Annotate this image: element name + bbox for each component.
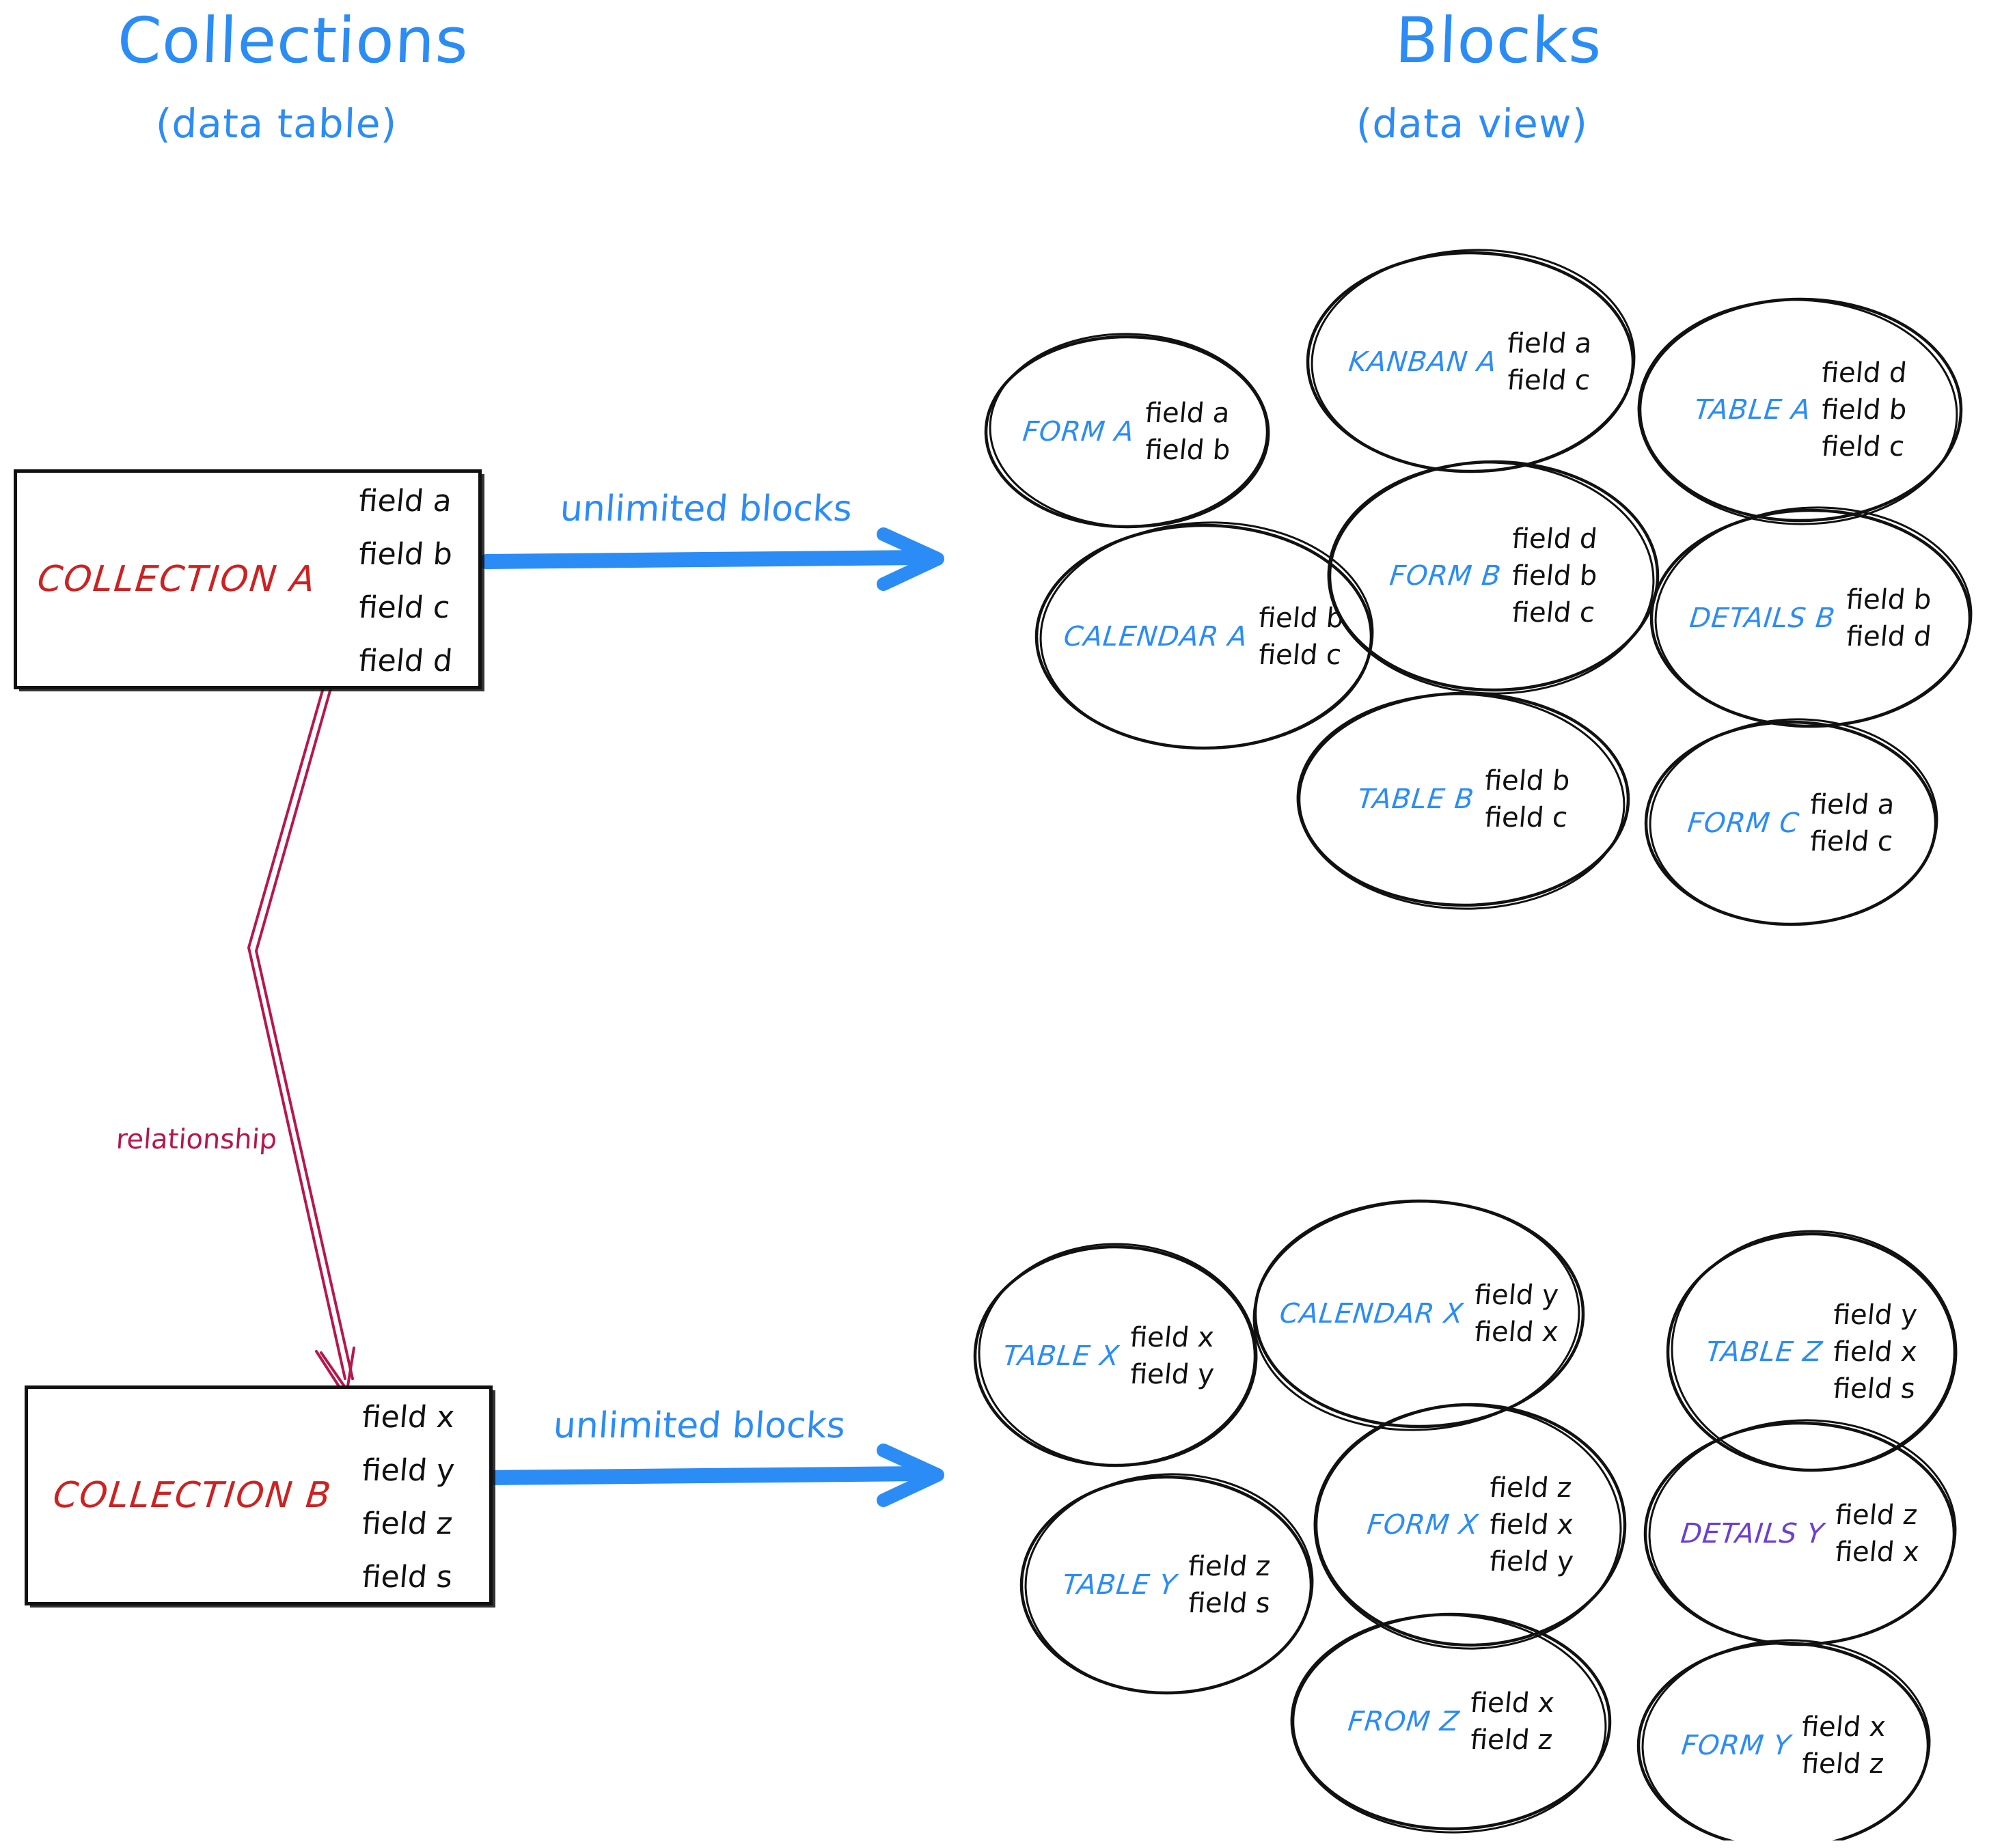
block-field: field c	[1808, 826, 1894, 857]
block-label: TABLE Y	[1060, 1569, 1179, 1601]
block-field: field b	[1820, 394, 1908, 426]
block-field: field c	[1483, 802, 1569, 833]
relationship-label: relationship	[115, 1124, 278, 1155]
unlimited-blocks-arrow-a	[479, 527, 944, 591]
block-label: DETAILS Y	[1679, 1518, 1826, 1549]
block-label: FORM X	[1365, 1509, 1481, 1541]
block-field: field x	[1473, 1316, 1560, 1348]
block-label: FORM B	[1388, 560, 1503, 592]
block-form-y[interactable]: FORM Y field x field z	[1638, 1643, 1928, 1848]
block-field: field b	[1845, 584, 1933, 616]
block-field: field d	[1820, 357, 1908, 389]
unlimited-blocks-label-a: unlimited blocks	[558, 488, 854, 529]
block-table-y[interactable]: TABLE Y field z field s	[1021, 1477, 1311, 1693]
block-field: field a	[1808, 789, 1896, 820]
block-label: FORM Y	[1679, 1730, 1793, 1761]
page-title-collections: Collections	[116, 4, 470, 77]
collection-b-field: field x	[360, 1400, 456, 1435]
block-field: field z	[1469, 1724, 1554, 1756]
block-field: field z	[1800, 1748, 1885, 1780]
collection-a-field: field b	[357, 537, 454, 572]
block-field: field y	[1473, 1280, 1560, 1311]
block-label: FORM A	[1021, 416, 1136, 447]
collection-a-name: COLLECTION A	[35, 559, 318, 600]
block-label: TABLE A	[1692, 394, 1813, 426]
block-field: field z	[1488, 1472, 1574, 1504]
block-field: field y	[1488, 1546, 1575, 1577]
unlimited-blocks-label-b: unlimited blocks	[551, 1405, 847, 1446]
collection-b-box[interactable]	[25, 1385, 493, 1605]
block-field: field c	[1506, 365, 1592, 396]
collection-a-field: field d	[357, 644, 454, 678]
block-field: field c	[1820, 431, 1906, 463]
block-field: field c	[1511, 597, 1597, 629]
collection-b-field: field z	[360, 1506, 454, 1541]
block-field: field b	[1483, 765, 1572, 797]
block-field: field y	[1831, 1299, 1919, 1331]
unlimited-blocks-arrow-b	[479, 1444, 944, 1507]
block-label: FROM Z	[1346, 1706, 1462, 1737]
page-title-blocks: Blocks	[1394, 4, 1604, 77]
block-label: FORM C	[1686, 808, 1801, 839]
block-field: field x	[1128, 1322, 1216, 1353]
block-field: field x	[1833, 1536, 1921, 1568]
collection-a-field: field c	[357, 590, 452, 625]
block-field: field a	[1144, 398, 1231, 429]
collection-a-box[interactable]	[14, 469, 482, 689]
block-field: field x	[1469, 1687, 1556, 1719]
collection-b-name: COLLECTION B	[51, 1475, 334, 1516]
block-label: TABLE X	[1001, 1340, 1121, 1372]
block-field: field x	[1800, 1711, 1887, 1743]
block-label: TABLE B	[1356, 784, 1476, 815]
collection-a-fields: field a field b field c field d	[357, 484, 454, 678]
block-table-x[interactable]: TABLE X field x field y	[965, 1247, 1252, 1465]
block-field: field s	[1831, 1373, 1917, 1405]
block-label: TABLE Z	[1704, 1336, 1824, 1368]
block-label: DETAILS B	[1688, 603, 1837, 634]
block-form-x[interactable]: FORM X field z field x field y	[1316, 1405, 1625, 1645]
block-field: field z	[1186, 1551, 1272, 1582]
page-subtitle-collections: (data table)	[154, 100, 398, 147]
relationship-connector	[247, 656, 355, 1395]
block-field: field x	[1831, 1336, 1919, 1368]
block-field: field y	[1128, 1359, 1216, 1390]
block-field: field a	[1506, 328, 1593, 359]
collection-b-field: field s	[360, 1560, 454, 1595]
block-details-y[interactable]: DETAILS Y field z field x	[1645, 1423, 1954, 1644]
block-calendar-x[interactable]: CALENDAR X field y field x	[1255, 1201, 1583, 1426]
block-field: field b	[1511, 560, 1599, 592]
block-label: CALENDAR A	[1062, 621, 1250, 652]
block-label: CALENDAR X	[1278, 1298, 1466, 1329]
block-label: KANBAN A	[1347, 346, 1498, 378]
block-field: field d	[1511, 523, 1599, 555]
block-from-z[interactable]: FROM Z field x field z	[1293, 1614, 1610, 1829]
block-field: field z	[1833, 1500, 1919, 1531]
block-details-b[interactable]: DETAILS B field b field d	[1651, 510, 1970, 726]
block-form-c[interactable]: FORM C field a field c	[1646, 722, 1936, 924]
block-kanban-a[interactable]: KANBAN A field a field c	[1308, 253, 1633, 471]
block-form-a[interactable]: FORM A field a field b	[986, 337, 1267, 527]
blocks-a-outlines	[984, 249, 1973, 926]
block-form-b[interactable]: FORM B field d field b field c	[1330, 462, 1658, 690]
block-table-b[interactable]: TABLE B field b field c	[1299, 693, 1628, 905]
block-table-a[interactable]: TABLE A field d field b field c	[1640, 299, 1961, 521]
block-field: field s	[1186, 1588, 1272, 1619]
collection-b-fields: field x field y field z field s	[360, 1400, 456, 1595]
block-field: field d	[1845, 621, 1933, 652]
collection-a-field: field a	[357, 484, 454, 519]
collection-b-field: field y	[360, 1453, 456, 1488]
page-subtitle-blocks: (data view)	[1355, 100, 1589, 147]
block-field: field b	[1144, 435, 1232, 466]
block-field: field x	[1488, 1509, 1575, 1541]
blocks-b-outlines	[973, 1199, 1958, 1840]
